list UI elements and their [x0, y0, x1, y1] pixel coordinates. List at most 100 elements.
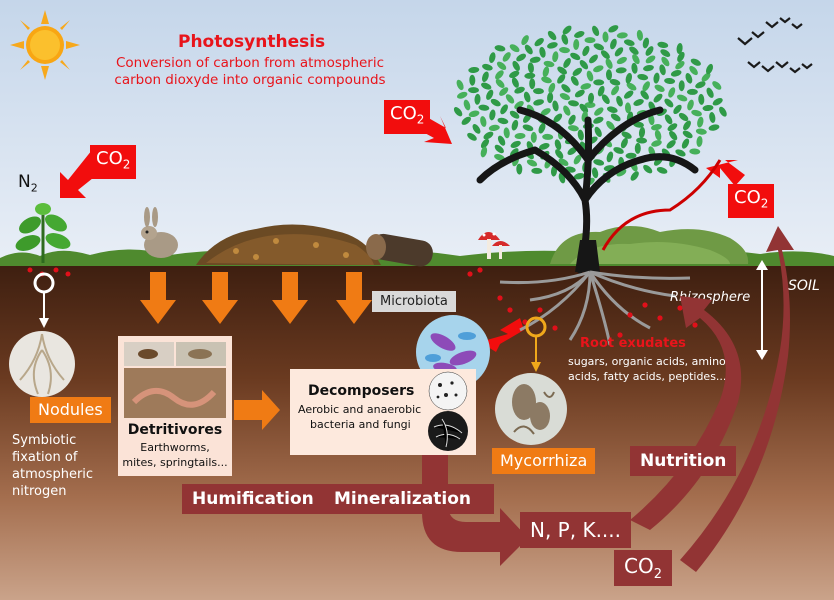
tree-leaf: [555, 149, 564, 159]
tree-leaf: [516, 53, 527, 62]
tree-leaf: [494, 144, 504, 154]
tree-leaf: [606, 120, 615, 131]
tree-leaf: [497, 135, 506, 146]
tree-leaf: [514, 132, 526, 140]
nodules-image: [9, 331, 75, 397]
tree-leaf: [651, 124, 662, 131]
tree-leaf: [573, 39, 580, 50]
tree-leaf: [561, 84, 571, 93]
tree-leaf: [482, 63, 493, 71]
tree-leaf: [698, 93, 705, 105]
tree-leaf: [522, 124, 534, 132]
tree-leaf: [606, 151, 614, 163]
tree-leaf: [540, 108, 551, 116]
n2-label: N2: [18, 172, 38, 195]
tree-leaf: [489, 109, 496, 121]
tree-leaf: [529, 78, 536, 90]
tree-leaf: [643, 64, 654, 72]
tree-leaf: [668, 87, 676, 98]
tree-leaf: [533, 88, 544, 95]
bush: [550, 226, 749, 264]
tree-leaf: [494, 153, 505, 161]
tree-leaf: [605, 58, 613, 69]
tree-leaf: [480, 138, 490, 149]
tree-leaf: [642, 81, 650, 92]
co2-return-arrow: [680, 226, 794, 572]
tree-leaf: [494, 45, 506, 52]
tree-leaf: [632, 54, 640, 65]
tree-leaf: [709, 112, 716, 123]
tree-leaf: [579, 103, 589, 113]
tree-leaf: [562, 25, 572, 35]
tree-leaf: [675, 149, 686, 157]
tree-leaf: [664, 77, 676, 85]
tree-leaf: [547, 92, 554, 104]
symbiotic-line2: fixation of: [12, 450, 78, 465]
tree-leaf: [554, 139, 562, 151]
detritivores-line2: mites, springtails...: [122, 456, 228, 469]
detritivores-panel: Detritivores Earthworms, mites, springta…: [118, 336, 232, 476]
decomposers-title: Decomposers: [308, 383, 415, 399]
tree-leaf: [643, 164, 653, 174]
log: [371, 233, 433, 267]
tree-leaf: [570, 52, 581, 61]
tree-leaf: [613, 147, 624, 154]
tree-leaf: [606, 106, 618, 113]
tree-leaf: [691, 109, 702, 117]
tree-leaf: [588, 54, 599, 64]
tree-leaf: [678, 80, 685, 92]
tree-leaf: [567, 125, 579, 132]
tree-leaf: [690, 58, 701, 66]
tree-leaf: [561, 34, 569, 45]
tree-leaf: [514, 86, 525, 94]
tree-leaf: [568, 114, 576, 125]
tree-leaf: [659, 64, 666, 76]
tree-leaf: [594, 107, 604, 116]
photosynthesis-subtitle-2: carbon dioxyde into organic compounds: [114, 72, 386, 88]
tree-leaf: [629, 46, 639, 55]
tree-leaf: [600, 50, 610, 59]
tree-leaf: [648, 114, 655, 126]
tree-leaf: [676, 43, 683, 54]
nodule-symbol-icon: [33, 272, 55, 328]
tree-leaf: [530, 131, 537, 143]
tree-leaf: [702, 104, 714, 112]
tree-leaf: [574, 31, 585, 38]
tree-leaf: [552, 100, 559, 112]
tree-leaf: [701, 72, 711, 82]
tree-leaf: [706, 63, 713, 75]
tree-leaf: [676, 94, 688, 102]
tree-leaf: [533, 99, 544, 106]
symbiotic-line3: atmospheric: [12, 467, 94, 482]
tree-leaf: [488, 124, 500, 131]
tree-leaf: [548, 82, 556, 94]
tree-leaf: [453, 107, 463, 117]
tree-leaf: [500, 104, 508, 115]
co2-box-plant: CO2: [90, 145, 137, 179]
tree-leaf: [614, 47, 624, 57]
decomposers-image: [428, 371, 468, 451]
co2-box-right: CO2: [728, 184, 775, 218]
tree-leaf: [497, 117, 509, 125]
tree-leaf: [542, 133, 554, 140]
sun-icon: [10, 10, 80, 80]
tree-leaf: [625, 72, 633, 84]
tree-leaf: [678, 112, 689, 122]
tree-leaf: [638, 127, 646, 138]
tree-leaf: [616, 95, 623, 107]
tree-leaf: [651, 140, 662, 147]
tree-leaf: [547, 30, 557, 41]
tree-leaf: [547, 42, 558, 49]
tree-leaf: [524, 72, 536, 79]
root-exudates-title: Root exudates: [580, 336, 686, 351]
rhizosphere-double-arrow: [756, 260, 768, 360]
tree-leaf: [574, 89, 585, 98]
tree-leaf: [642, 37, 650, 49]
tree-leaf: [594, 126, 602, 138]
rabbit-icon: [141, 207, 178, 258]
detritivores-title: Detritivores: [127, 422, 223, 438]
nutrition-label: Nutrition: [630, 446, 737, 476]
tree-leaf: [480, 146, 488, 158]
